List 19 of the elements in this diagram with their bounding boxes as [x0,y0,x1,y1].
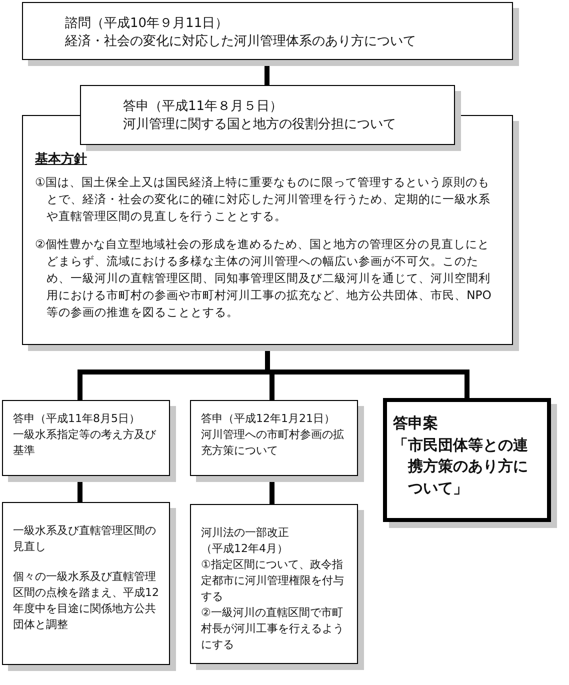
policy-paragraph: ①国は、国土保全上又は国民経済上特に重要なものに限って管理するという原則のもとで、経済・社会の変化に的確に対応した河川管理を行うため、定期的に一級水系や直轄管理区間の見直しを行うこととする。 [35,174,492,224]
subject-text: 「市民団体等との連携方策のあり方について」 [393,434,529,499]
detail-text: ①指定区間について、政令指定都市に河川管理権限を付与する [201,556,345,605]
detail-text: 河川法の一部改正 [201,525,290,541]
detail-text: 一級水系及び直轄管理区間の見直し [13,523,157,555]
heading: 諮問（平成10年９月11日） [65,15,230,33]
heading: 答申案 [393,413,439,434]
detail-text: （平成12年4月） [201,540,289,557]
policy-paragraph: ②個性豊かな自立型地域社会の形成を進めるため、国と地方の管理区分の見直しにとどまらず、流域における多様な主体の河川管理への幅広い参画が不可欠。このため、一級河川の直轄管理区間、同知事管理区間及び二級河川を通じて、河川空間利用における市町村の参画や市町村河川工事の拡充など、地方公共団体、市民、NPO等の参画の推進を図ることとする。 [35,236,492,320]
subject-text: 河川管理に関する国と地方の役割分担について [123,116,397,134]
heading: 答申（平成12年1月21日） [201,411,336,427]
subject-text: 経済・社会の変化に対応した河川管理体系のあり方について [65,32,417,50]
heading: 答申（平成11年８月５日） [123,98,284,116]
heading: 基本方針 [35,150,88,168]
subject-text: 一級水系指定等の考え方及び基準 [13,426,157,459]
detail-text: ②一級河川の直轄区間で市町村長が河川工事を行えるようにする [201,604,345,652]
subject-text: 河川管理への市町村参画の拡充方策について [201,426,345,459]
detail-text: 個々の一級水系及び直轄管理区間の点検を踏まえ、平成12年度中を目途に関係地方公共団体と調整 [13,568,160,633]
heading: 答申（平成11年8月5日） [13,411,141,427]
